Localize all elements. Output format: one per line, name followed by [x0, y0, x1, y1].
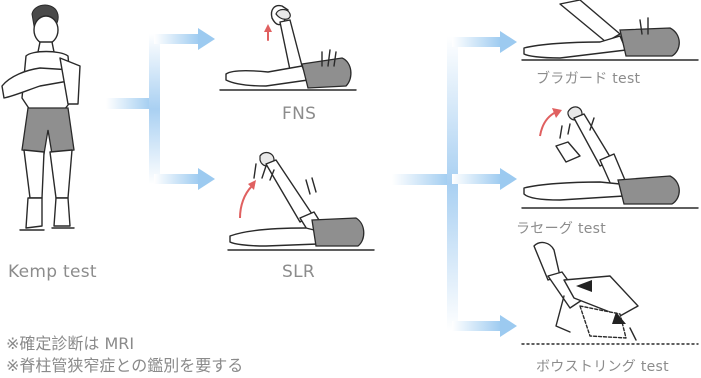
note-definitive-diagnosis: ※確定診断は MRI — [6, 334, 135, 353]
lasegue-illustration — [521, 106, 699, 209]
bowstring-illustration — [521, 241, 699, 345]
note-differential-diagnosis: ※脊柱管狭窄症との鑑別を要する — [6, 356, 244, 375]
arrowhead-bragard — [500, 31, 517, 53]
connector-to-lasegue — [452, 174, 502, 184]
label-fns: FNS — [282, 104, 317, 124]
kemp-test-illustration — [1, 4, 81, 231]
connector-kemp-to-branch — [106, 98, 154, 109]
connector-slr-to-branch — [392, 174, 452, 185]
arrowhead-bowstring — [500, 315, 517, 337]
bragard-illustration — [521, 0, 699, 61]
label-lasegue-test: ラセーグ test — [516, 221, 607, 237]
arrowhead-lasegue — [500, 168, 517, 190]
connector-to-fns — [154, 34, 200, 44]
label-bragard-test: ブラガード test — [536, 71, 641, 87]
label-kemp-test: Kemp test — [8, 262, 97, 282]
connector-to-slr — [154, 174, 200, 184]
arrowhead-fns — [198, 28, 215, 50]
label-bowstring-test: ボウストリング test — [536, 359, 669, 375]
arrowhead-slr — [198, 168, 215, 190]
connector-to-bragard — [452, 37, 502, 47]
connector-to-bowstring — [452, 321, 502, 331]
slr-illustration — [227, 151, 375, 251]
label-slr: SLR — [282, 262, 315, 282]
connector-branch-vertical-left — [149, 34, 160, 184]
fns-illustration — [219, 4, 357, 91]
